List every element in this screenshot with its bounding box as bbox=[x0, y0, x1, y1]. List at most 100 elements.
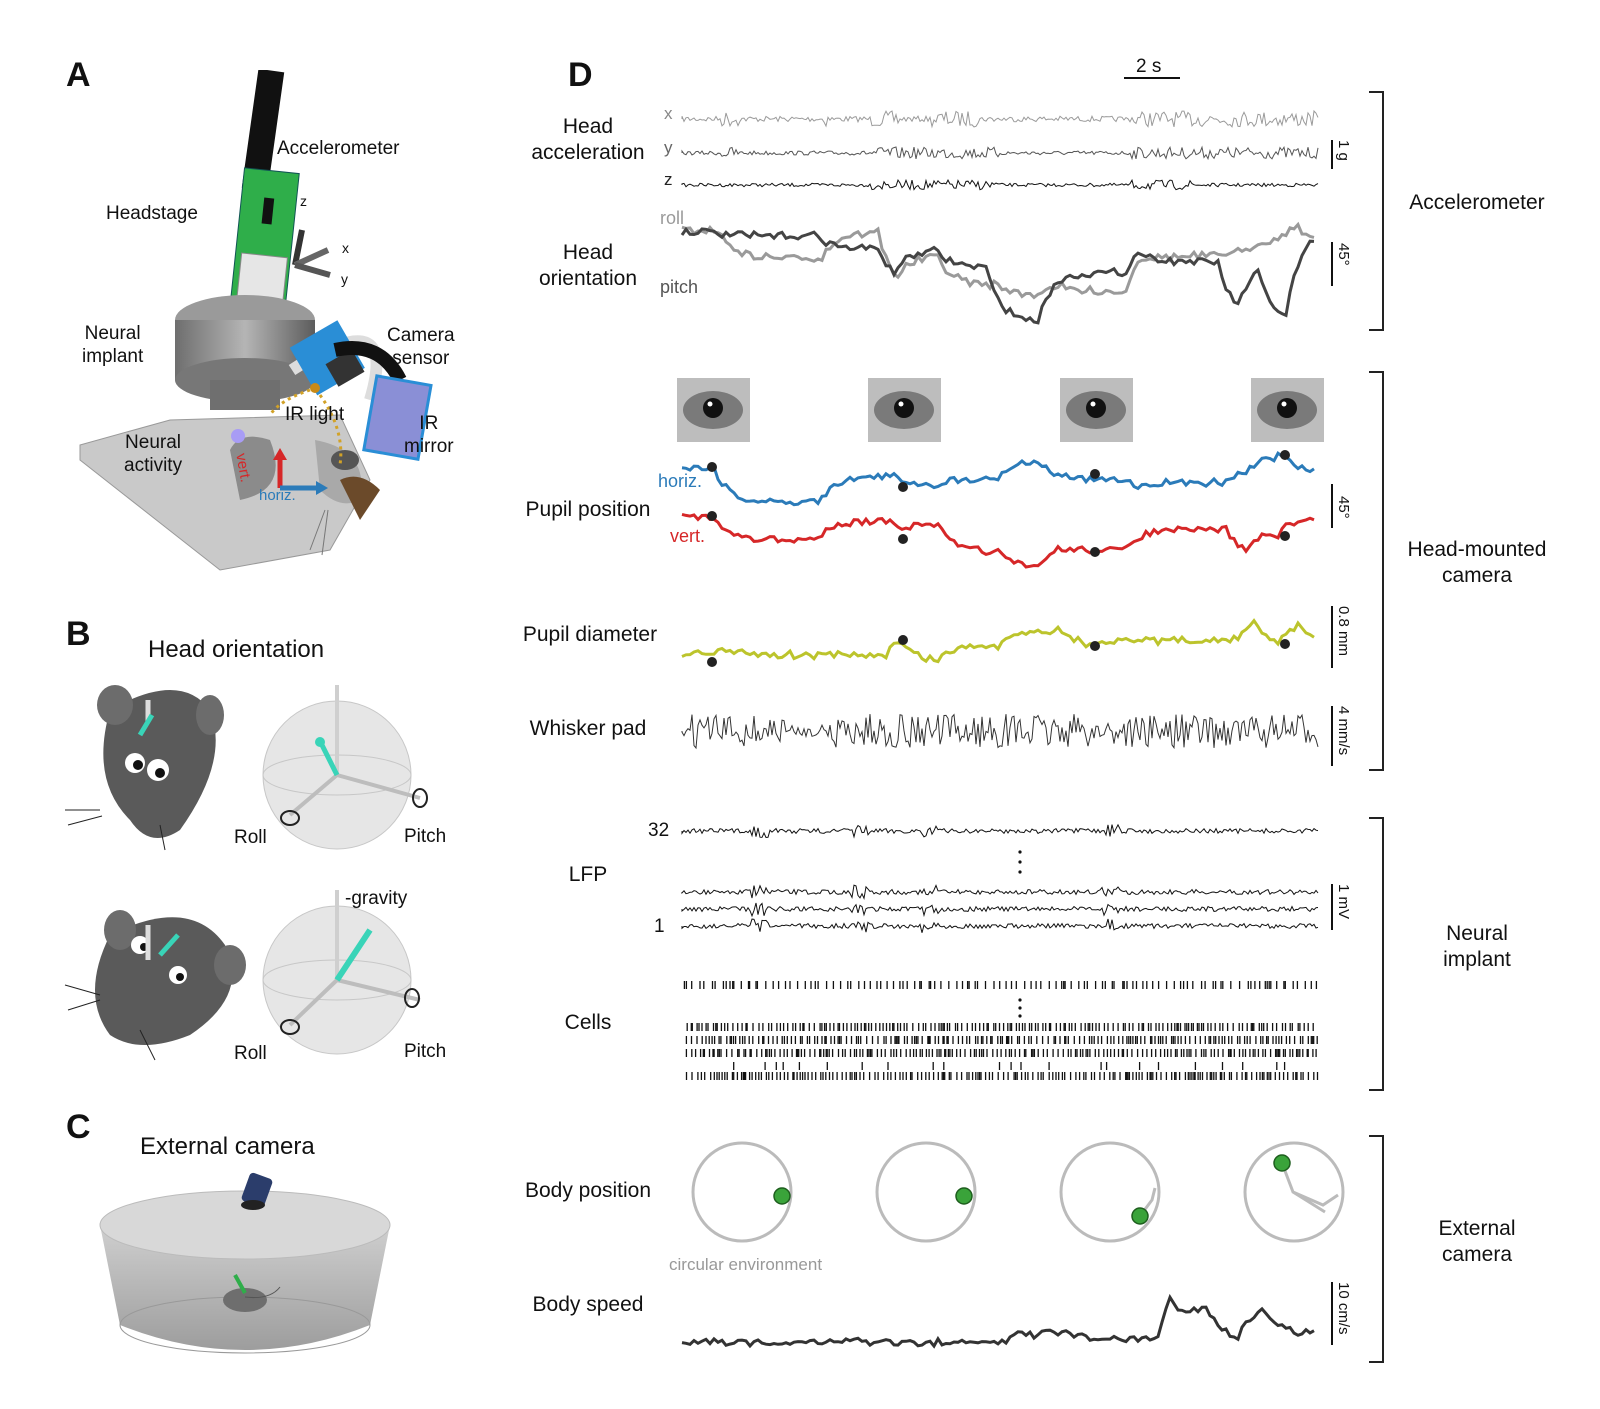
arena-circle-1 bbox=[691, 1141, 793, 1243]
time-marker-7 bbox=[1090, 547, 1100, 557]
time-scale-bar bbox=[1124, 77, 1180, 79]
axis-y-label: y bbox=[341, 271, 348, 287]
label-body-position: Body position bbox=[524, 1179, 652, 1202]
label-neural-activity: Neural activity bbox=[124, 432, 183, 476]
label-camera-sensor: Camera sensor bbox=[387, 325, 455, 369]
label-gravity: -gravity bbox=[345, 888, 408, 909]
label-body-speed: Body speed bbox=[532, 1293, 644, 1316]
panel-c-arena bbox=[99, 1172, 391, 1354]
label-head-orientation: Head orientation bbox=[538, 241, 638, 290]
vert-trace bbox=[681, 512, 1315, 569]
panel-b-illustration bbox=[64, 685, 428, 1061]
speed-trace bbox=[681, 1293, 1315, 1349]
lfp-channel-3 bbox=[681, 884, 1319, 901]
time-marker-6 bbox=[898, 534, 908, 544]
lfp-channel-2 bbox=[681, 902, 1319, 918]
diameter-trace bbox=[681, 618, 1315, 664]
eye-pupil-4 bbox=[1277, 398, 1297, 418]
time-marker-2 bbox=[898, 482, 908, 492]
whisker-trace bbox=[681, 713, 1319, 750]
label-lfp: LFP bbox=[568, 863, 608, 886]
label-pupil-position: Pupil position bbox=[525, 498, 651, 521]
mouse-position-2 bbox=[955, 1187, 973, 1205]
tether-cable bbox=[241, 70, 285, 192]
group-accelerometer: Accelerometer bbox=[1409, 191, 1545, 214]
overhead-camera-icon bbox=[241, 1172, 273, 1210]
panel-label-c: C bbox=[66, 1108, 91, 1146]
label-acc-z: z bbox=[664, 170, 673, 189]
eye-pupil-1 bbox=[703, 398, 723, 418]
label-accelerometer: Accelerometer bbox=[277, 138, 400, 159]
label-roll-bottom: Roll bbox=[234, 1043, 267, 1064]
label-pupil-diameter: Pupil diameter bbox=[522, 623, 658, 646]
ir-mirror bbox=[362, 374, 433, 462]
label-acc-x: x bbox=[664, 104, 673, 123]
time-marker-9 bbox=[707, 657, 717, 667]
time-marker-12 bbox=[1280, 639, 1290, 649]
label-pitch-top: Pitch bbox=[404, 826, 447, 847]
lfp-channel-1 bbox=[681, 918, 1319, 933]
cells-ellipsis-dot-3 bbox=[1018, 1014, 1022, 1018]
mouse-position-4 bbox=[1273, 1154, 1291, 1172]
time-marker-4 bbox=[1280, 450, 1290, 460]
label-vert-trace: vert. bbox=[670, 526, 706, 546]
mouse-eye bbox=[331, 450, 359, 470]
panel-a-illustration bbox=[79, 70, 433, 571]
time-marker-8 bbox=[1280, 531, 1290, 541]
time-marker-5 bbox=[707, 511, 717, 521]
label-ir-light: IR light bbox=[285, 404, 345, 425]
label-horiz: horiz. bbox=[259, 487, 296, 504]
acc-z-trace bbox=[681, 178, 1319, 191]
mouse-head-bottom bbox=[64, 910, 246, 1061]
label-horiz-trace: horiz. bbox=[658, 471, 703, 491]
path-trail-4 bbox=[1280, 1162, 1339, 1214]
label-whisker-pad: Whisker pad bbox=[529, 717, 647, 740]
eye-glint-2 bbox=[898, 401, 904, 407]
eye-pupil-3 bbox=[1086, 398, 1106, 418]
eye-glint-4 bbox=[1281, 401, 1287, 407]
time-scale-label: 2 s bbox=[1136, 56, 1162, 77]
ir-light bbox=[310, 383, 320, 393]
time-marker-11 bbox=[1090, 641, 1100, 651]
panel-label-d: D bbox=[568, 56, 593, 94]
mouse-head-top bbox=[65, 685, 224, 851]
roll-trace bbox=[681, 221, 1315, 300]
eye-glint-1 bbox=[707, 401, 713, 407]
group-bracket-3 bbox=[1369, 817, 1384, 1091]
eye-pupil-2 bbox=[894, 398, 914, 418]
mouse-in-arena bbox=[223, 1288, 267, 1312]
eye-glint-3 bbox=[1090, 401, 1096, 407]
cells-ellipsis-dot-2 bbox=[1018, 1006, 1022, 1010]
acc-y-trace bbox=[681, 145, 1319, 161]
label-ir-mirror: IR mirror bbox=[404, 413, 454, 457]
z-axis-arrow bbox=[292, 229, 305, 266]
label-pitch: pitch bbox=[660, 277, 699, 297]
lfp-ellipsis-dot-2 bbox=[1018, 860, 1022, 864]
orientation-sphere-bottom bbox=[262, 890, 421, 1055]
label-lfp-32: 32 bbox=[648, 820, 670, 841]
time-marker-10 bbox=[898, 635, 908, 645]
acc-x-trace bbox=[681, 109, 1319, 129]
lfp-ellipsis-dot-1 bbox=[1018, 850, 1022, 854]
lfp-channel-32 bbox=[681, 823, 1319, 839]
arena-circle-3 bbox=[1059, 1141, 1161, 1243]
label-acc-y: y bbox=[664, 138, 673, 157]
label-circular-environment: circular environment bbox=[669, 1255, 823, 1274]
mouse-head-surface bbox=[79, 414, 371, 571]
accelerometer-chip bbox=[261, 197, 275, 225]
panel-b-title: Head orientation bbox=[148, 636, 325, 663]
group-bracket-2 bbox=[1369, 371, 1384, 771]
time-marker-1 bbox=[707, 462, 717, 472]
pitch-trace bbox=[680, 226, 1315, 325]
cells-ellipsis-dot-1 bbox=[1018, 998, 1022, 1002]
group-neural-implant: Neural implant bbox=[1443, 922, 1511, 971]
label-roll-top: Roll bbox=[234, 827, 267, 848]
mouse-position-1 bbox=[773, 1187, 791, 1205]
label-lfp-1: 1 bbox=[654, 916, 665, 937]
label-roll: roll bbox=[660, 208, 685, 228]
label-head-acceleration: Head acceleration bbox=[531, 115, 645, 164]
panel-label-b: B bbox=[66, 615, 91, 653]
group-head-camera: Head-mounted camera bbox=[1407, 538, 1547, 587]
group-bracket-4 bbox=[1369, 1135, 1384, 1363]
